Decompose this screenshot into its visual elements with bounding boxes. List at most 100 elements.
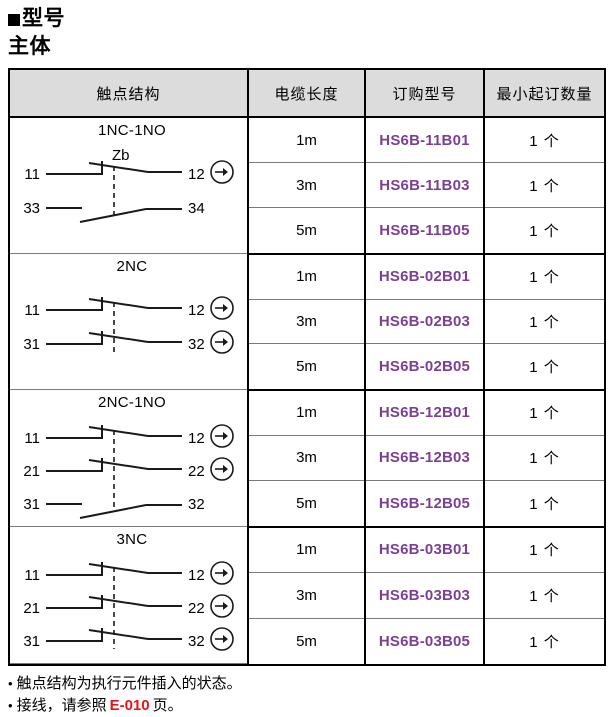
terminal-label-left: 11 (24, 430, 40, 447)
order-model-value[interactable]: HS6B-11B05 (379, 221, 470, 239)
bullet-icon: • (8, 698, 13, 713)
order-model-value[interactable]: HS6B-03B01 (378, 541, 471, 559)
note-text: 接线，请参照 (16, 697, 107, 714)
cable-length-value: 1m (296, 268, 317, 285)
order-model-cell[interactable]: HS6B-12B01 (365, 389, 485, 436)
table-row: 3m HS6B-12B03 1 个 (10, 435, 604, 482)
order-model-cell[interactable]: HS6B-12B05 (365, 480, 485, 528)
order-model-cell[interactable]: HS6B-12B03 (365, 435, 485, 482)
min-order-qty-value: 1 个 (529, 405, 560, 423)
min-order-qty-value: 1 个 (529, 358, 560, 376)
order-model-cell[interactable]: HS6B-02B05 (365, 343, 485, 391)
order-model-value[interactable]: HS6B-12B01 (378, 404, 471, 422)
order-model-value[interactable]: HS6B-02B01 (378, 268, 471, 285)
terminal-label-left: 31 (23, 496, 40, 513)
cable-length-cell: 5m (248, 343, 366, 391)
table-header-row: 触点结构 电缆长度 订购型号 最小起订数量 (10, 70, 604, 118)
cable-length-cell: 3m (248, 435, 366, 482)
min-order-qty-value: 1 个 (529, 542, 560, 560)
column-header-min-order-qty: 最小起订数量 (484, 70, 604, 118)
order-model-cell[interactable]: HS6B-02B03 (365, 299, 485, 345)
order-model-cell[interactable]: HS6B-03B03 (365, 572, 485, 619)
cable-length-value: 1m (296, 541, 317, 559)
min-order-qty-value: 1 个 (529, 633, 560, 651)
terminal-label-right: 32 (188, 633, 205, 650)
table-row: 3m HS6B-11B03 1 个 (10, 162, 604, 209)
terminal-label-right: 22 (188, 463, 205, 480)
order-model-value[interactable]: HS6B-12B05 (378, 494, 471, 512)
order-model-value[interactable]: HS6B-03B05 (378, 632, 471, 650)
order-model-cell[interactable]: HS6B-03B05 (365, 618, 485, 664)
column-header-contact-structure: 触点结构 (10, 70, 249, 118)
terminal-label-right: 12 (188, 166, 205, 183)
contact-structure-label: 2NC-1NO (98, 394, 166, 411)
min-order-qty-cell: 1 个 (484, 526, 604, 574)
cable-length-value: 3m (296, 449, 317, 467)
bullet-icon: • (8, 676, 13, 691)
min-order-qty-cell: 1 个 (484, 435, 604, 482)
cable-length-cell: 1m (248, 117, 366, 164)
cable-length-cell: 5m (248, 618, 366, 664)
cable-length-value: 5m (296, 632, 317, 650)
min-order-qty-value: 1 个 (529, 132, 560, 150)
order-model-cell[interactable]: HS6B-11B05 (365, 207, 485, 255)
cable-length-value: 3m (296, 312, 317, 330)
order-model-value[interactable]: HS6B-02B05 (378, 357, 471, 375)
order-model-cell[interactable]: HS6B-02B01 (365, 253, 485, 300)
order-model-value[interactable]: HS6B-03B03 (378, 587, 471, 605)
min-order-qty-value: 1 个 (529, 495, 560, 513)
order-model-value[interactable]: HS6B-11B03 (379, 176, 470, 194)
direct-opening-arrow-icon (210, 424, 234, 448)
min-order-qty-cell: 1 个 (484, 299, 604, 345)
min-order-qty-value: 1 个 (529, 313, 560, 331)
order-model-cell[interactable]: HS6B-03B01 (365, 526, 485, 574)
table-row: 5m HS6B-02B05 1 个 (10, 343, 604, 391)
terminal-label-right: 12 (188, 430, 205, 447)
column-header-order-model: 订购型号 (365, 70, 485, 118)
order-model-value[interactable]: HS6B-12B03 (378, 449, 471, 467)
min-order-qty-cell: 1 个 (484, 253, 604, 300)
min-order-qty-cell: 1 个 (484, 162, 604, 209)
page-title: 型号 (8, 6, 614, 32)
contact-structure-label: 1NC-1NO (98, 122, 166, 139)
page-reference-link[interactable]: E-010 (109, 697, 150, 714)
direct-opening-arrow-icon (210, 594, 234, 618)
cable-length-cell: 1m (248, 526, 366, 574)
note-item: • 触点结构为执行元件插入的状态。 (8, 673, 614, 695)
terminal-label-left: 33 (23, 200, 40, 217)
min-order-qty-value: 1 个 (529, 269, 560, 286)
order-model-cell[interactable]: HS6B-11B03 (365, 162, 485, 209)
page-title-text: 型号 (22, 7, 65, 30)
order-model-value[interactable]: HS6B-11B01 (379, 131, 470, 149)
order-model-cell[interactable]: HS6B-11B01 (365, 117, 485, 164)
order-model-value[interactable]: HS6B-02B03 (378, 312, 471, 330)
cable-length-value: 3m (296, 587, 317, 605)
min-order-qty-value: 1 个 (529, 177, 560, 195)
terminal-label-right: 32 (188, 336, 205, 353)
note-text-tail: 页。 (152, 697, 183, 714)
terminal-label-left: 31 (23, 633, 40, 650)
note-item: • 接线，请参照 E-010 页。 (8, 695, 614, 717)
cable-length-value: 3m (296, 176, 317, 194)
contact-structure-label: 2NC (116, 258, 148, 275)
page-subtitle: 主体 (8, 35, 51, 58)
min-order-qty-cell: 1 个 (484, 618, 604, 664)
direct-opening-arrow-icon (210, 457, 234, 481)
